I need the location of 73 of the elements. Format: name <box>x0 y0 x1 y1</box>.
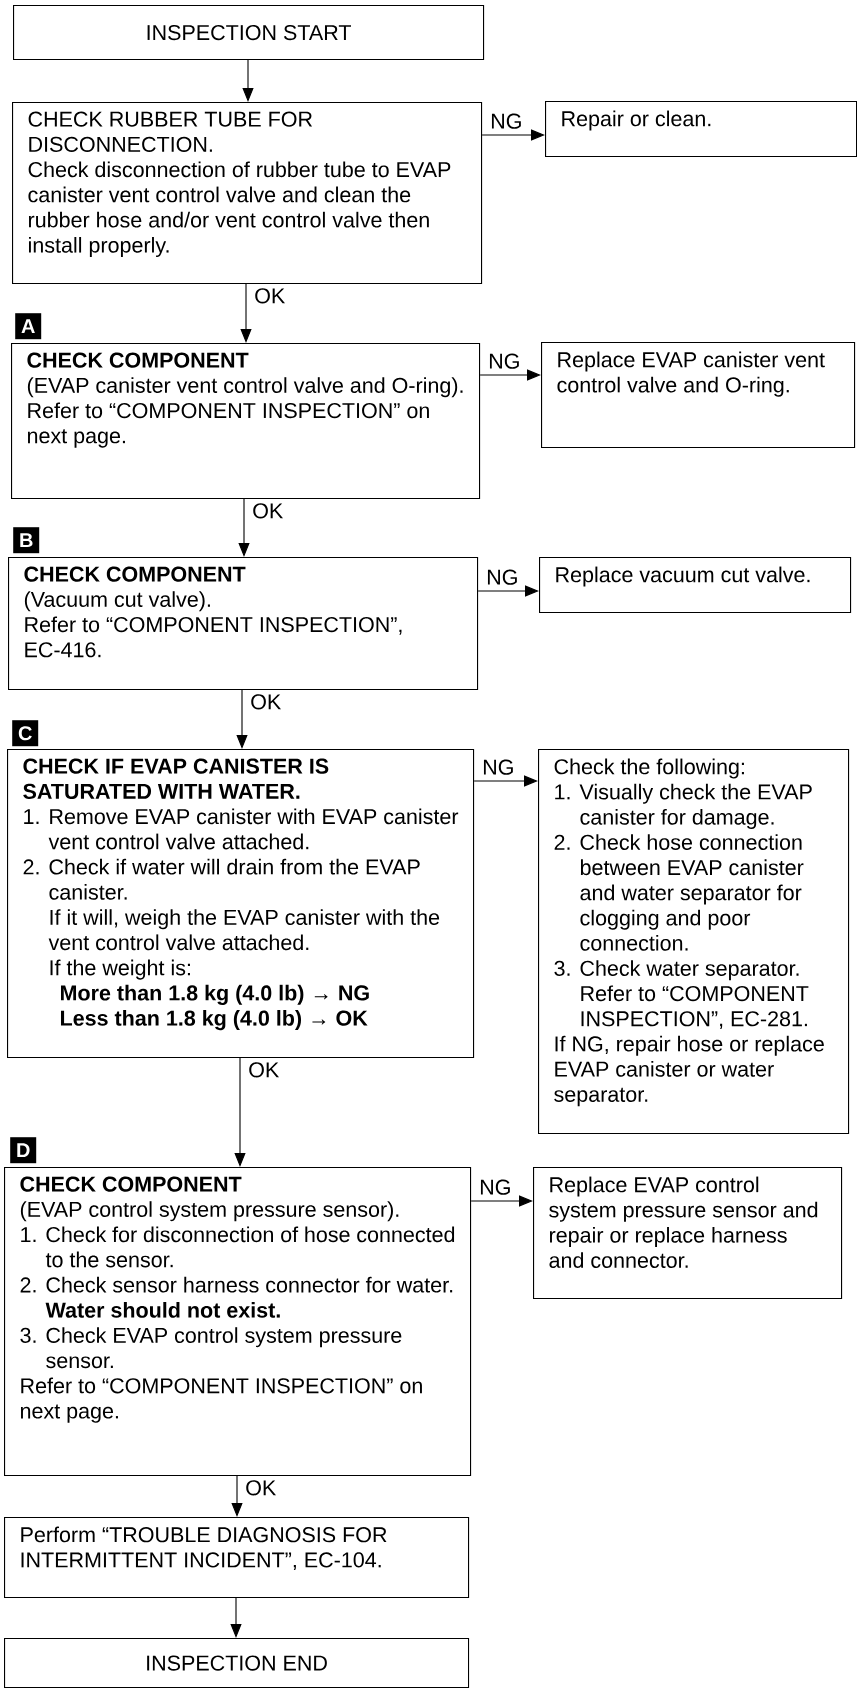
edge-label: NG <box>481 758 516 776</box>
heading-text: CHECK COMPONENT <box>27 352 249 368</box>
arrow <box>240 283 252 343</box>
instruction-text: (Vacuum cut valve). <box>24 591 210 612</box>
step-letter: D <box>10 1137 37 1164</box>
numbered-step: 2. Check hose connection between EVAP canister and water separator for clogging and poor connection. <box>554 834 804 951</box>
process-box <box>11 343 481 500</box>
process-box <box>12 102 483 285</box>
instruction-text: (EVAP canister vent control valve and O-ring). <box>27 377 463 398</box>
instruction-text: Refer to “COMPONENT INSPECTION”, EC-416. <box>25 616 402 658</box>
arrow <box>238 498 250 557</box>
instruction-text: If the weight is: <box>50 959 190 980</box>
edge-label: OK <box>253 287 287 305</box>
process-box <box>533 1167 843 1300</box>
process-box <box>545 101 857 158</box>
edge-label: OK <box>247 1061 281 1079</box>
instruction-text: Check disconnection of rubber tube to EVAP canister vent control valve and clean the rubber hose and/or vent control valve then install properly. <box>28 161 451 258</box>
numbered-step: 3. Check water separator. Refer to “COMPONENT INSPECTION”, EC-281. <box>554 960 809 1029</box>
instruction-text: Replace EVAP control system pressure sensor and repair or replace harness and connector. <box>549 1176 818 1268</box>
edge-label: NG <box>485 568 520 586</box>
instruction-text: Replace vacuum cut valve. <box>556 566 810 587</box>
instruction-text: Repair or clean. <box>562 110 711 131</box>
edge-label: OK <box>251 502 285 520</box>
instruction-text: Replace EVAP canister vent control valve and O-ring. <box>557 351 825 397</box>
numbered-step: 3. Check EVAP control system pressure sensor. <box>20 1327 402 1369</box>
step-letter: B <box>13 527 40 554</box>
numbered-step: 2. Check if water will drain from the EVAP canister. <box>23 858 420 900</box>
criterion-text: More than 1.8 kg (4.0 lb) → NG <box>61 984 369 1005</box>
numbered-step: 1. Remove EVAP canister with EVAP canister vent control valve attached. <box>24 808 459 850</box>
heading-text: CHECK COMPONENT <box>20 1176 242 1192</box>
box-text: INSPECTION END <box>147 1655 327 1671</box>
arrow <box>236 689 248 749</box>
edge-label: NG <box>489 112 524 130</box>
edge-label: OK <box>249 693 283 711</box>
numbered-step: 1. Check for disconnection of hose connected to the sensor. <box>21 1226 455 1268</box>
instruction-text: (EVAP control system pressure sensor). <box>20 1201 399 1222</box>
instruction-text: Refer to “COMPONENT INSPECTION” on next page. <box>21 1377 422 1423</box>
instruction-text: Refer to “COMPONENT INSPECTION” on next page. <box>28 402 429 448</box>
instruction-text: CHECK RUBBER TUBE FOR DISCONNECTION. <box>28 111 313 152</box>
arrow <box>234 1057 246 1167</box>
arrow <box>477 585 539 597</box>
instruction-text: If NG, repair hose or replace EVAP canister or water separator. <box>554 1035 824 1107</box>
step-letter: C <box>12 720 39 747</box>
numbered-step: 1. Visually check the EVAP canister for damage. <box>555 783 812 829</box>
criterion-text: Less than 1.8 kg (4.0 lb) → OK <box>61 1010 368 1031</box>
edge-label: OK <box>244 1479 278 1497</box>
arrow <box>242 59 254 102</box>
edge-label: NG <box>487 352 522 370</box>
edge-label: NG <box>478 1178 513 1196</box>
process-box <box>539 557 852 614</box>
arrow <box>473 775 538 787</box>
process-box <box>4 1638 470 1688</box>
arrow <box>481 129 545 141</box>
numbered-step: 2. Check sensor harness connector for water. <box>20 1276 453 1293</box>
step-letter: A <box>15 313 42 340</box>
heading-text: CHECK COMPONENT <box>24 566 246 582</box>
instruction-text: Perform “TROUBLE DIAGNOSIS FOR INTERMITTENT INCIDENT”, EC-104. <box>21 1526 387 1571</box>
process-box <box>13 5 485 61</box>
instruction-text: Check the following: <box>554 758 744 779</box>
arrow <box>479 369 541 381</box>
heading-text: CHECK IF EVAP CANISTER IS SATURATED WITH WATER. <box>23 758 329 799</box>
box-text: INSPECTION START <box>147 24 351 41</box>
instruction-text: If it will, weigh the EVAP canister with the vent control valve attached. <box>48 909 440 951</box>
process-box <box>4 1517 470 1599</box>
warning-text: Water should not exist. <box>45 1302 280 1318</box>
process-box <box>538 749 850 1135</box>
arrow <box>231 1475 243 1517</box>
process-box <box>7 749 475 1059</box>
process-box <box>4 1167 472 1477</box>
process-box <box>541 342 856 449</box>
arrow <box>230 1597 242 1638</box>
arrow <box>470 1195 533 1207</box>
process-box <box>8 557 479 691</box>
